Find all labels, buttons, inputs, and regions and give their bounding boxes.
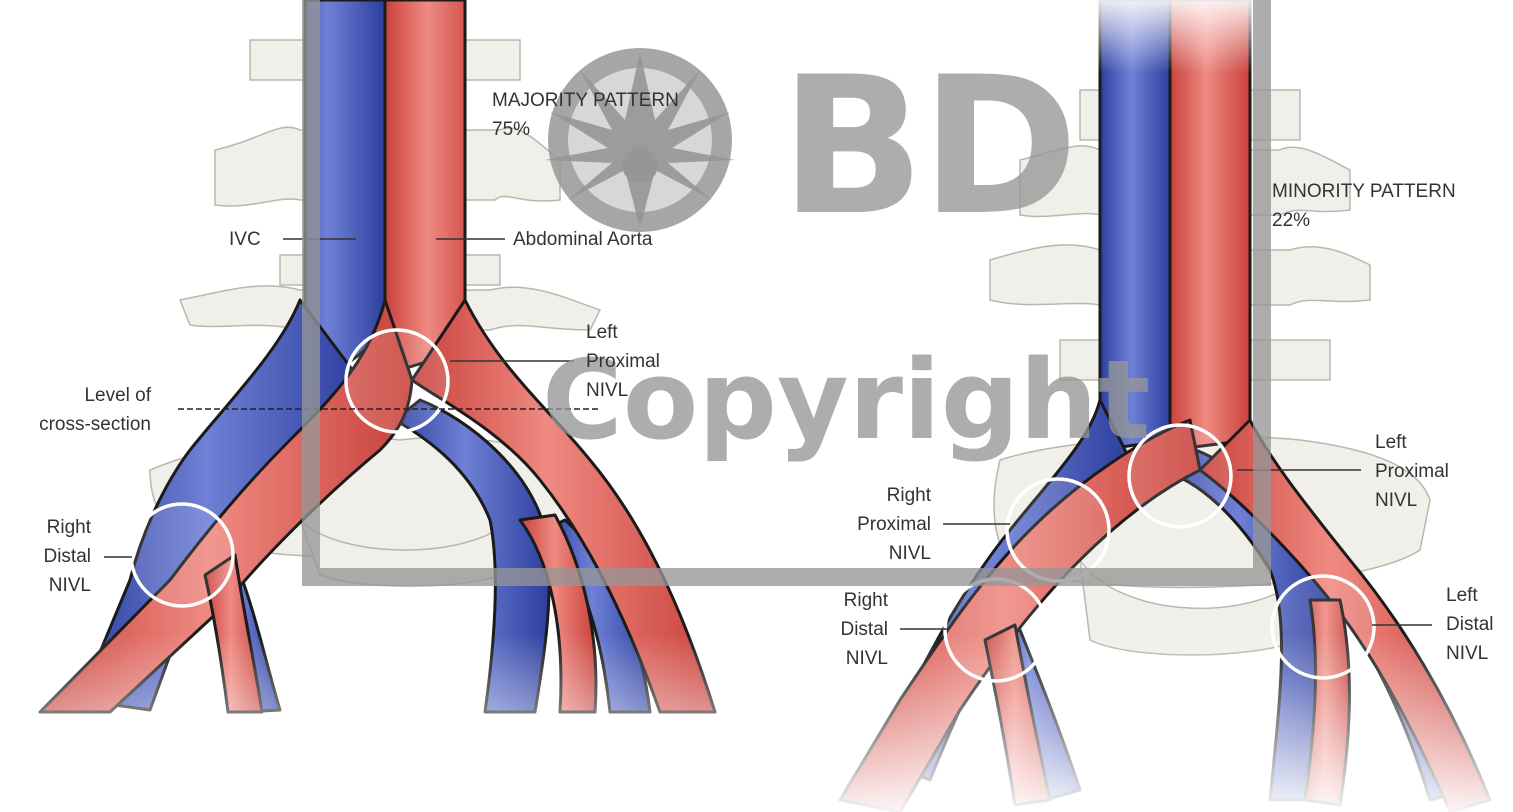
majority-title: MAJORITY PATTERN bbox=[492, 86, 679, 115]
label-line: NIVL bbox=[857, 539, 931, 568]
right-distal-label-majority: Right Distal NIVL bbox=[43, 513, 91, 600]
left-proximal-label-minority: Left Proximal NIVL bbox=[1375, 428, 1449, 515]
label-line: Distal bbox=[43, 542, 91, 571]
level-of-cross-section-label: Level of cross-section bbox=[39, 381, 151, 439]
right-proximal-label-minority: Right Proximal NIVL bbox=[857, 481, 931, 568]
watermark-logo: BD bbox=[780, 52, 1075, 242]
label-line: cross-section bbox=[39, 410, 151, 439]
left-distal-label-minority: Left Distal NIVL bbox=[1446, 581, 1494, 668]
circle-right-distal-majority bbox=[131, 504, 233, 606]
label-line: Left bbox=[1446, 581, 1494, 610]
label-line: Left bbox=[1375, 428, 1449, 457]
label-line: Proximal bbox=[586, 347, 660, 376]
circle-right-proximal-minority bbox=[1007, 479, 1109, 581]
label-line: NIVL bbox=[586, 376, 660, 405]
circle-right-distal-minority bbox=[945, 579, 1047, 681]
label-line: Proximal bbox=[1375, 457, 1449, 486]
left-proximal-label-majority: Left Proximal NIVL bbox=[586, 318, 660, 405]
label-line: Right bbox=[43, 513, 91, 542]
label-line: Right bbox=[840, 586, 888, 615]
label-line: Left bbox=[586, 318, 660, 347]
circle-left-proximal-majority bbox=[346, 330, 448, 432]
label-line: NIVL bbox=[840, 644, 888, 673]
label-line: NIVL bbox=[1446, 639, 1494, 668]
label-line: NIVL bbox=[43, 571, 91, 600]
ivc-label: IVC bbox=[229, 225, 261, 254]
right-distal-label-minority: Right Distal NIVL bbox=[840, 586, 888, 673]
label-line: NIVL bbox=[1375, 486, 1449, 515]
circle-left-distal-minority bbox=[1272, 576, 1374, 678]
aorta-label: Abdominal Aorta bbox=[513, 225, 652, 254]
minority-title: MINORITY PATTERN bbox=[1272, 177, 1456, 206]
label-line: Level of bbox=[39, 381, 151, 410]
majority-percent: 75% bbox=[492, 115, 530, 144]
label-line: Right bbox=[857, 481, 931, 510]
label-line: Distal bbox=[840, 615, 888, 644]
label-line: Distal bbox=[1446, 610, 1494, 639]
label-line: Proximal bbox=[857, 510, 931, 539]
minority-percent: 22% bbox=[1272, 206, 1310, 235]
